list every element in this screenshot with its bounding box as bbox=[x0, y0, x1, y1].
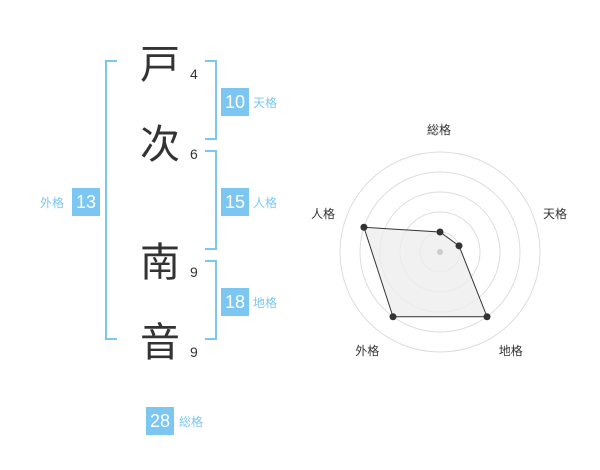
radar-polygon bbox=[363, 226, 488, 318]
radar-point-2 bbox=[483, 313, 491, 321]
name-char-3: 南 bbox=[140, 240, 180, 286]
radar-point-3 bbox=[389, 313, 397, 321]
chikaku-badge: 18 bbox=[221, 288, 249, 316]
tenkaku-label: 天格 bbox=[253, 96, 278, 110]
jinkaku-badge: 15 bbox=[221, 188, 249, 216]
chikaku-label: 地格 bbox=[253, 296, 278, 310]
tenkaku-bracket bbox=[205, 60, 217, 140]
jinkaku-label: 人格 bbox=[253, 196, 278, 210]
soukaku-badge: 28 bbox=[146, 407, 174, 435]
tenkaku-badge: 10 bbox=[221, 88, 249, 116]
stroke-count-3: 9 bbox=[190, 264, 198, 280]
name-char-4: 音 bbox=[140, 320, 180, 366]
radar-point-4 bbox=[360, 223, 368, 231]
stroke-count-1: 4 bbox=[190, 66, 198, 82]
radar-center bbox=[437, 249, 443, 255]
gaikaku-label: 外格 bbox=[40, 196, 65, 210]
radar-point-0 bbox=[436, 228, 444, 236]
stroke-count-2: 6 bbox=[190, 146, 198, 162]
radar-axis-label-3: 外格 bbox=[355, 343, 380, 358]
radar-axis-label-0: 総格 bbox=[427, 123, 452, 137]
name-char-1: 戸 bbox=[140, 42, 180, 88]
gaikaku-bracket bbox=[105, 60, 117, 340]
radar-axis-label-2: 地格 bbox=[498, 343, 523, 358]
jinkaku-bracket bbox=[205, 150, 217, 250]
gaikaku-badge: 13 bbox=[72, 188, 100, 216]
radar-axis-label-1: 天格 bbox=[543, 207, 568, 222]
stroke-count-4: 9 bbox=[190, 344, 198, 360]
radar-ring-5 bbox=[339, 151, 541, 353]
name-char-2: 次 bbox=[140, 122, 180, 168]
radar-axis-label-4: 人格 bbox=[310, 207, 335, 222]
radar-point-1 bbox=[455, 242, 463, 250]
chikaku-bracket bbox=[205, 260, 217, 340]
radar-ring-4 bbox=[359, 171, 521, 333]
soukaku-label: 総格 bbox=[179, 415, 204, 429]
